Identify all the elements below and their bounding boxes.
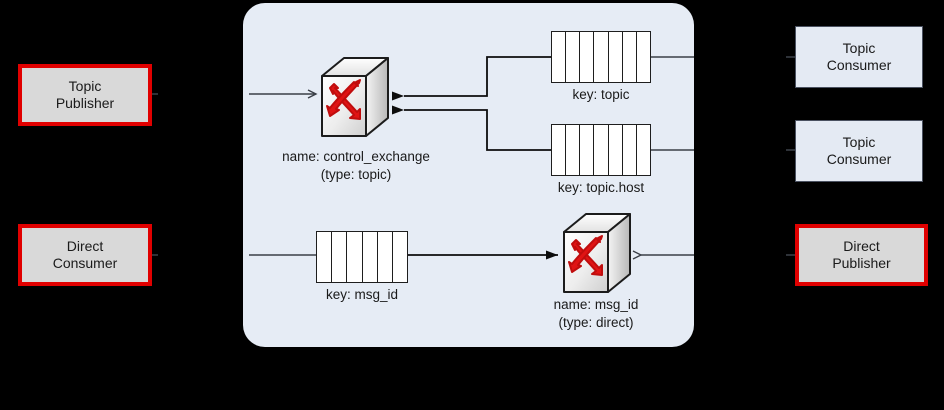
queue-slot <box>363 232 378 282</box>
queue-slot <box>378 232 393 282</box>
queue-slot <box>594 32 609 82</box>
queue-slot <box>393 232 407 282</box>
msg-id-exchange-caption: name: msg_id (type: direct) <box>553 297 639 330</box>
queue-slot <box>623 125 637 175</box>
queue-slot <box>623 32 637 82</box>
queue-slot <box>317 232 333 282</box>
topic-consumer-1-box[interactable]: Topic Consumer <box>795 26 923 88</box>
queue-slot <box>566 32 581 82</box>
control-exchange-caption: name: control_exchange (type: topic) <box>282 149 430 182</box>
queue-msg-id <box>316 231 408 283</box>
direct-consumer-label: Direct Consumer <box>52 237 118 272</box>
queue-topic-host <box>551 124 651 176</box>
queue-slot <box>580 125 595 175</box>
queue-topic <box>551 31 651 83</box>
topic-consumer-2-box[interactable]: Topic Consumer <box>795 120 923 182</box>
queue-topic-host-label: key: topic.host <box>557 180 645 195</box>
queue-slot <box>332 232 348 282</box>
direct-publisher-label: Direct Publisher <box>832 237 891 272</box>
queue-slot <box>609 125 623 175</box>
queue-slot <box>347 232 363 282</box>
queue-slot <box>637 125 650 175</box>
control-exchange-icon <box>316 56 392 144</box>
queue-slot <box>552 32 567 82</box>
msg-id-exchange-icon <box>558 212 634 300</box>
topic-publisher-box[interactable]: Topic Publisher <box>18 64 152 126</box>
direct-publisher-box[interactable]: Direct Publisher <box>795 224 928 286</box>
topic-consumer-1-label: Topic Consumer <box>826 39 892 74</box>
queue-msg-id-label: key: msg_id <box>325 287 399 302</box>
direct-consumer-box[interactable]: Direct Consumer <box>18 224 152 286</box>
queue-topic-label: key: topic <box>572 87 630 102</box>
topic-publisher-label: Topic Publisher <box>55 77 115 112</box>
queue-slot <box>580 32 595 82</box>
queue-slot <box>637 32 650 82</box>
queue-slot <box>552 125 567 175</box>
queue-slot <box>609 32 623 82</box>
queue-slot <box>566 125 581 175</box>
queue-slot <box>594 125 609 175</box>
topic-consumer-2-label: Topic Consumer <box>826 133 892 168</box>
